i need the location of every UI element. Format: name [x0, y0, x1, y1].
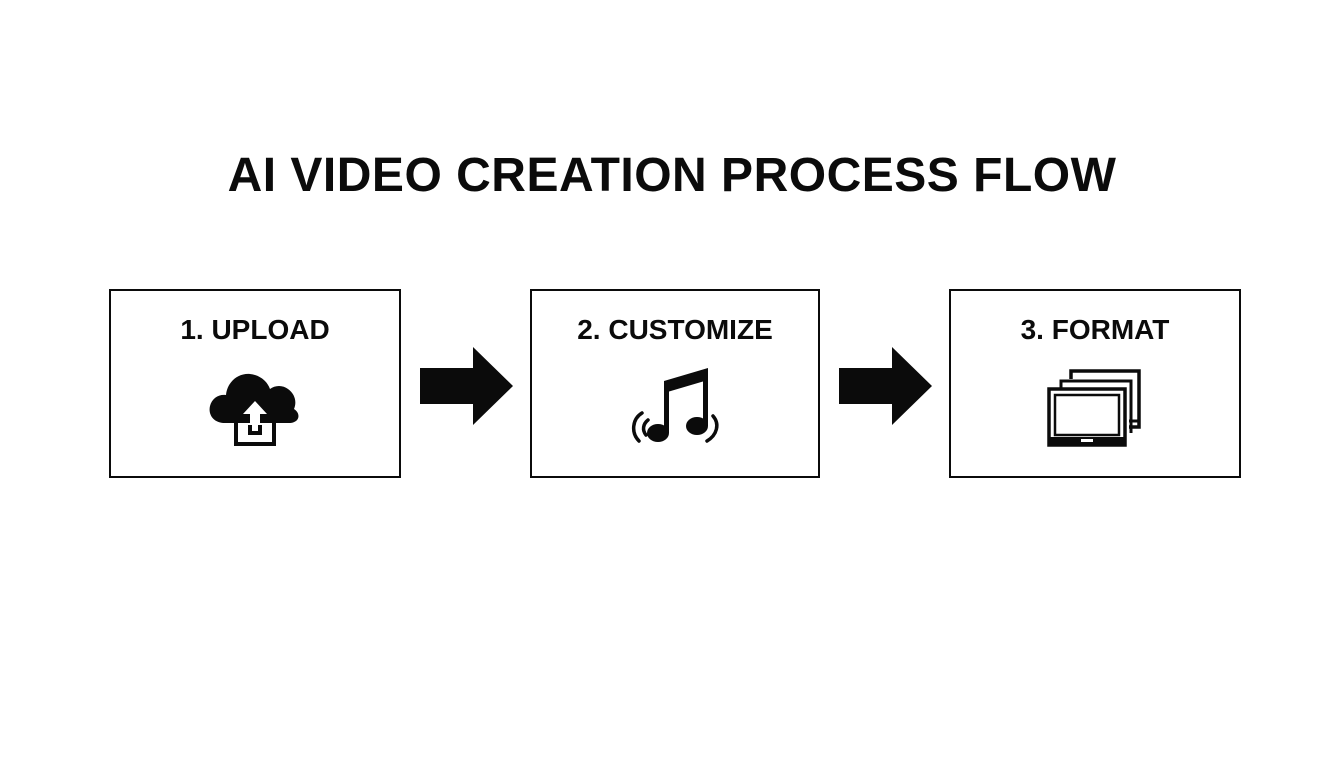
step-format-label: 3. FORMAT	[1020, 314, 1170, 345]
right-arrow-icon	[837, 347, 933, 425]
diagram-title: AI VIDEO CREATION PROCESS FLOW	[227, 149, 1117, 202]
cloud-upload-icon	[205, 363, 305, 453]
multi-screen-icon	[1045, 363, 1145, 453]
right-arrow-icon	[418, 347, 514, 425]
step-customize-label: 2. CUSTOMIZE	[577, 314, 773, 345]
step-upload-label: 1. UPLOAD	[180, 314, 330, 345]
step-format-box: 3. FORMAT	[949, 289, 1241, 478]
step-upload-box: 1. UPLOAD	[109, 289, 401, 478]
step-customize-box: 2. CUSTOMIZE	[530, 289, 820, 478]
music-note-icon	[625, 363, 725, 453]
